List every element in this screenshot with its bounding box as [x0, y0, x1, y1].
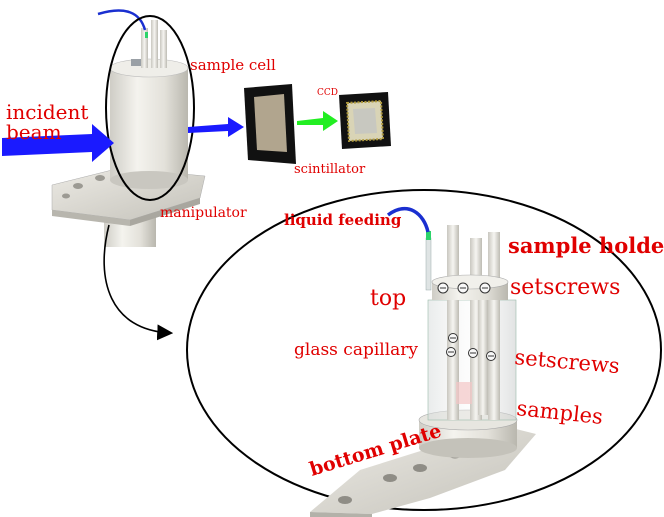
transmitted-beam-arrow — [188, 117, 244, 137]
feeding-tube-small — [97, 9, 147, 31]
setscrew-icons-mid — [446, 333, 496, 361]
incident-beam-arrow — [2, 124, 114, 162]
sample-holder-label: sample holder — [508, 233, 664, 258]
zoom-view-ellipse — [186, 189, 662, 511]
feeding-tube-zoom — [386, 206, 430, 233]
glass-capillary-label: glass capillary — [294, 340, 418, 360]
sample-cell-cylinder — [109, 20, 189, 189]
sample-cell-highlight-ellipse — [105, 15, 195, 201]
setscrew-icons-top — [437, 282, 491, 294]
sample-holder-zoom — [418, 225, 518, 458]
top-label: top — [370, 286, 406, 311]
incident-beam-label-line1: incident — [6, 100, 88, 124]
incident-beam-label-line2: beam — [6, 120, 62, 144]
manipulator-label: manipulator — [160, 205, 247, 221]
setscrews-mid-label: setscrews — [514, 345, 621, 378]
scintillator — [244, 84, 296, 164]
zoom-arrow — [103, 224, 174, 341]
scintillator-label: scintillator — [294, 162, 366, 177]
ccd-label: CCD — [317, 88, 338, 98]
setscrews-top-label: setscrews — [510, 275, 620, 300]
ccd-chip — [339, 92, 391, 149]
samples-label: samples — [515, 396, 604, 429]
ccd-green-arrow — [297, 111, 338, 131]
sample-cell-label: sample cell — [190, 56, 276, 74]
liquid-feeding-label: liquid feeding — [284, 211, 402, 229]
